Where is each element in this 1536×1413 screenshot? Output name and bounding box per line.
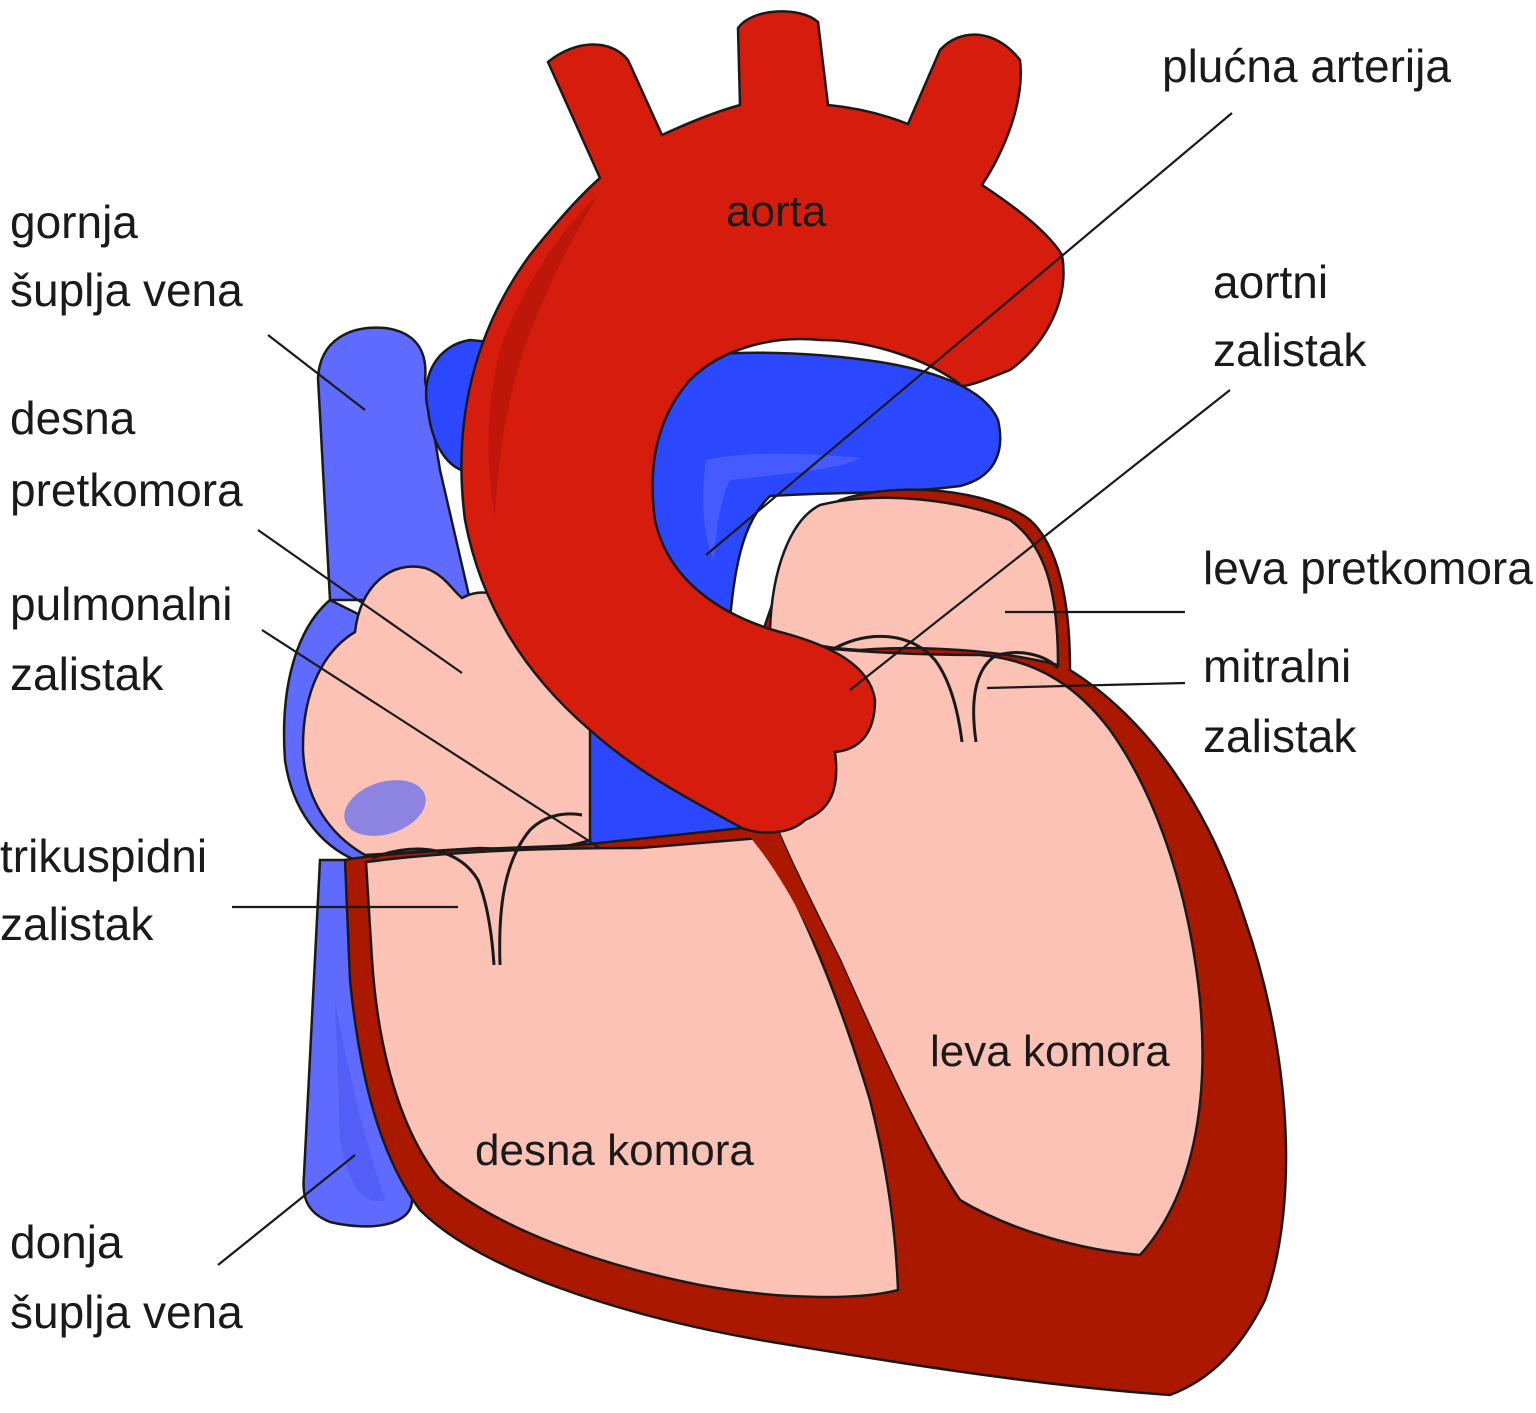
gornja-supljavena-label-1: gornja xyxy=(10,196,138,248)
leader-mitralni-zalistak xyxy=(986,681,1186,690)
leader-pulmonalni-zalistak xyxy=(261,629,601,849)
plucna-arterija-label: plućna arterija xyxy=(1162,40,1451,92)
ventricles-group xyxy=(343,488,1288,1397)
trikuspidni-zalistak-label-1: trikuspidni xyxy=(0,830,207,882)
leader-desna-pretkomora xyxy=(257,529,463,674)
tricuspid-valve-curve-2 xyxy=(498,812,583,966)
inferior-vena-cava-highlight xyxy=(335,1000,385,1201)
donja-supljavena-label-2: šuplja vena xyxy=(10,1286,243,1338)
desna-pretkomora-label-1: desna xyxy=(10,392,136,444)
leva-komora-label: leva komora xyxy=(930,1027,1170,1076)
aortni-zalistak-label-1: aortni xyxy=(1213,256,1328,308)
septum-shape xyxy=(742,780,960,1295)
aorta-label: aorta xyxy=(726,187,827,236)
trikuspidni-zalistak-label-2: zalistak xyxy=(0,898,154,950)
mitralni-zalistak-label-1: mitralni xyxy=(1203,640,1351,692)
desna-pretkomora-label-2: pretkomora xyxy=(10,464,243,516)
mitralni-zalistak-label-2: zalistak xyxy=(1203,710,1357,762)
pulmonalni-zalistak-label-2: zalistak xyxy=(10,648,164,700)
aortni-zalistak-label-2: zalistak xyxy=(1213,324,1367,376)
left-atrium-shape xyxy=(768,496,1060,667)
tricuspid-valve-curve xyxy=(371,847,496,966)
gornja-supljavena-label-2: šuplja vena xyxy=(10,264,243,316)
mitral-valve-curve-2 xyxy=(972,651,1060,743)
pulmonary-artery-sheen xyxy=(703,453,860,560)
mitral-valve-curve xyxy=(834,634,964,743)
desna-komora-label: desna komora xyxy=(475,1126,754,1175)
valve-curves xyxy=(371,634,1060,966)
donja-supljavena-label-1: donja xyxy=(10,1216,123,1268)
leader-gornja-supljavena xyxy=(267,334,366,411)
leader-lines xyxy=(217,112,1233,1266)
aorta-group xyxy=(460,10,1065,834)
leader-plucna-arterija xyxy=(705,112,1233,556)
aorta-shape xyxy=(460,10,1065,834)
leader-donja-supljavena xyxy=(217,1154,356,1266)
leva-pretkomora-label: leva pretkomora xyxy=(1203,542,1533,594)
left-ventricle-shape xyxy=(758,638,1204,1257)
right-atrium-valve-mark xyxy=(344,780,426,836)
superior-vena-cava-shape xyxy=(316,326,472,602)
pulmonalni-zalistak-label-1: pulmonalni xyxy=(10,578,232,630)
aorta-shade xyxy=(488,195,598,515)
leader-aortni-zalistak xyxy=(849,389,1231,691)
